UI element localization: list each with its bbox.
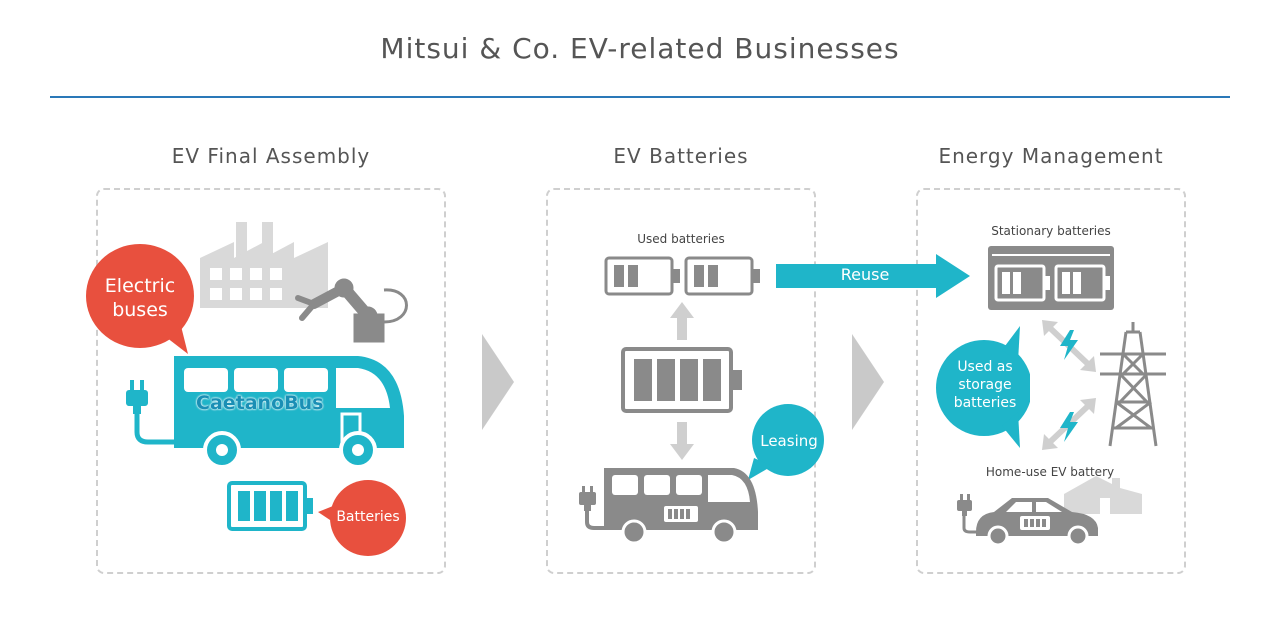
bus-brand-label: CaetanoBus <box>196 392 324 414</box>
reuse-label: Reuse <box>840 265 890 284</box>
panel-ev-batteries <box>546 188 816 574</box>
chevron-right-icon <box>482 334 514 430</box>
panel-energy-management <box>916 188 1186 574</box>
arrow-up-icon <box>670 302 694 340</box>
car-icon <box>957 494 1098 547</box>
power-tower-icon <box>1100 322 1166 447</box>
battery-icon <box>621 347 742 413</box>
factory-icon <box>200 222 328 308</box>
chevron-right-icon <box>852 334 884 430</box>
section-title-energy-management: Energy Management <box>938 144 1164 168</box>
panel-ev-final-assembly <box>96 188 446 574</box>
lightning-icon <box>1060 412 1078 442</box>
robot-arm-icon <box>295 278 408 343</box>
electric-buses-bubble <box>86 244 194 354</box>
section-title-ev-batteries: EV Batteries <box>613 144 749 168</box>
electric-bus-icon <box>174 356 404 466</box>
reuse-arrow <box>776 254 970 298</box>
batteries-bubble <box>318 480 406 556</box>
house-icon <box>1064 476 1142 514</box>
page-title: Mitsui & Co. EV-related Businesses <box>380 32 900 65</box>
stationary-battery-icon <box>988 246 1114 310</box>
lightning-icon <box>1060 330 1078 360</box>
electric-buses-label: Electric buses <box>104 275 176 321</box>
batteries-label: Batteries <box>336 509 400 525</box>
leasing-label: Leasing <box>760 432 818 450</box>
stationary-batteries-label: Stationary batteries <box>991 224 1111 238</box>
leasing-bubble <box>748 404 824 480</box>
plug-icon <box>126 380 178 445</box>
arrow-down-icon <box>670 422 694 460</box>
bus-icon <box>579 468 758 545</box>
home-use-ev-battery-label: Home-use EV battery <box>985 465 1115 479</box>
title-divider <box>50 96 1230 98</box>
section-title-ev-final-assembly: EV Final Assembly <box>171 144 371 168</box>
used-battery-icon <box>604 256 680 296</box>
used-battery-icon <box>684 256 760 296</box>
used-batteries-label: Used batteries <box>637 232 725 246</box>
battery-icon <box>227 481 313 531</box>
storage-batteries-label: Used as storage batteries <box>953 359 1017 411</box>
storage-batteries-bubble <box>936 326 1030 448</box>
